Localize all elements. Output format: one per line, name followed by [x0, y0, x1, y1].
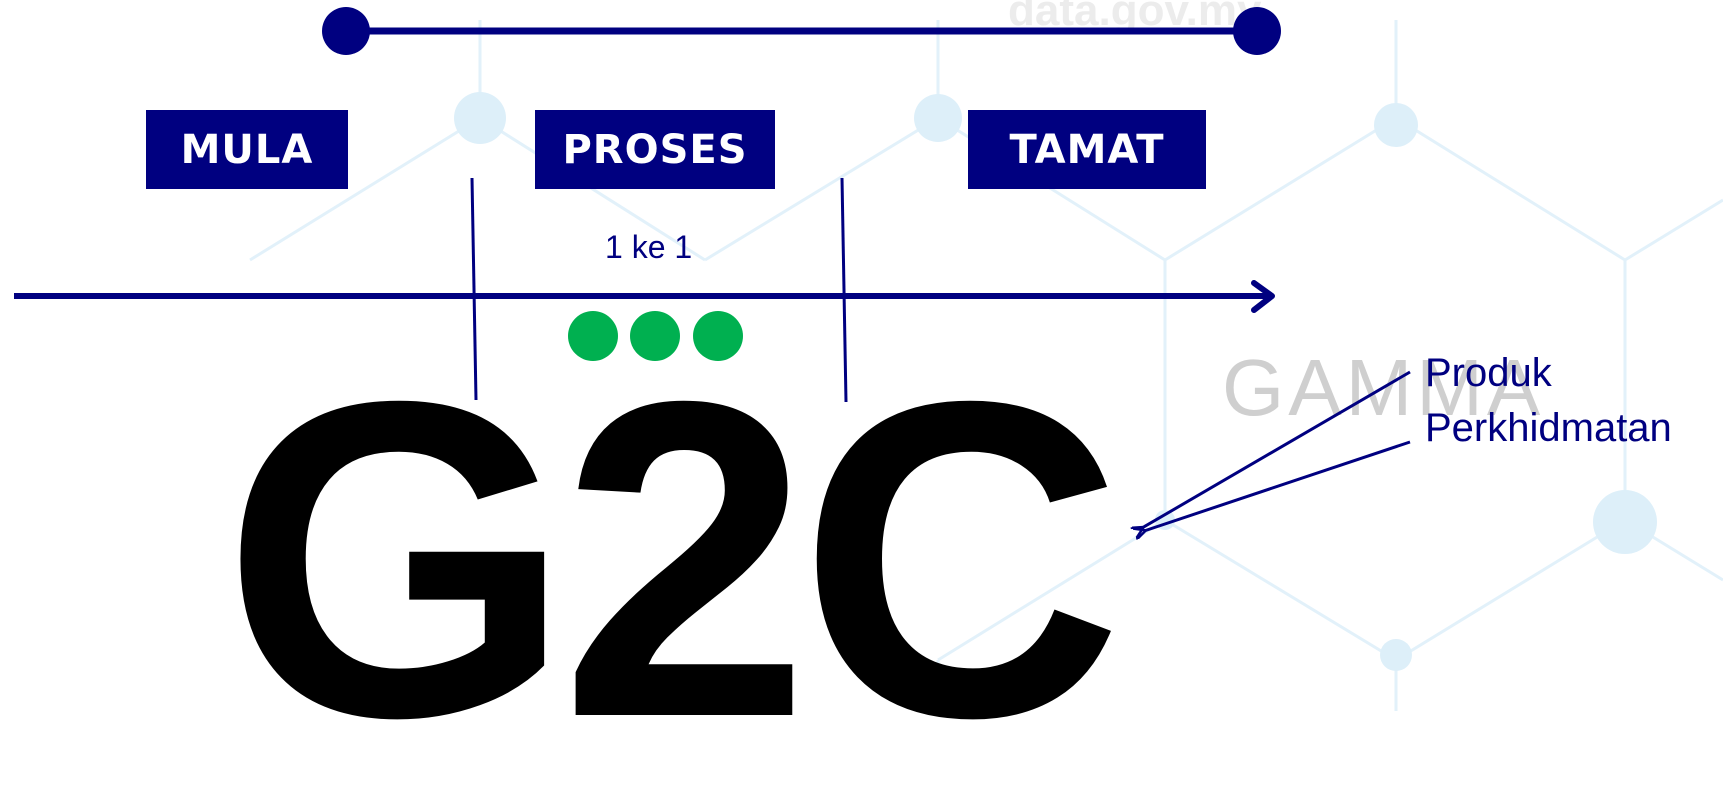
process-dot — [693, 311, 743, 361]
process-dot — [568, 311, 618, 361]
g2c-title: G2C — [222, 309, 1123, 811]
produk-arrow — [1142, 370, 1411, 528]
stage-start-box: MULA — [146, 110, 348, 189]
divider-line-right — [840, 177, 848, 403]
timeline-start-node — [322, 7, 370, 55]
perkhidmatan-arrow — [1144, 440, 1411, 531]
flow-label: 1 ke 1 — [605, 229, 693, 265]
flow-arrow-head — [1251, 280, 1275, 313]
perkhidmatan-label: Perkhidmatan — [1425, 406, 1672, 450]
divider-line-left — [470, 177, 478, 401]
timeline-end-node — [1233, 7, 1281, 55]
hexagon-background-pattern — [249, 20, 1723, 711]
diagram-lines — [14, 7, 1411, 711]
stage-process-box: PROSES — [535, 110, 775, 189]
produk-label: Produk — [1425, 351, 1552, 395]
process-dot — [630, 311, 680, 361]
stage-end-box: TAMAT — [968, 110, 1206, 189]
